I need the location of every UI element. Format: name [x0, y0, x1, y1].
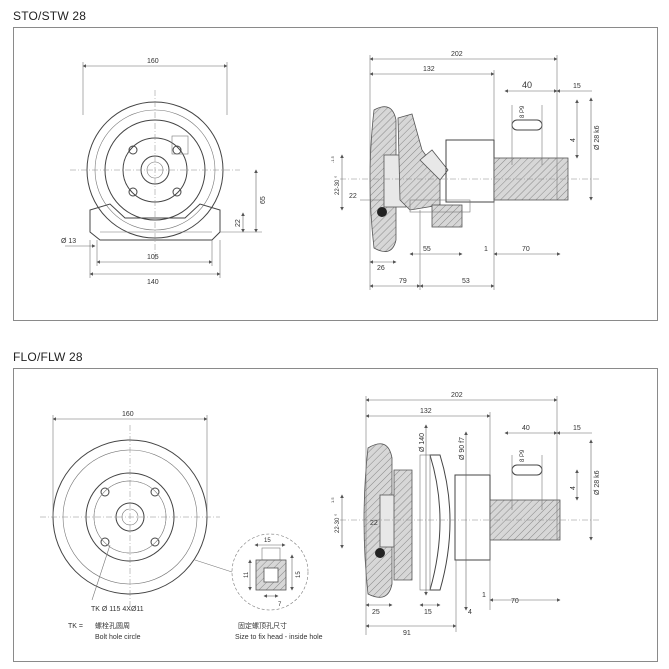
dim-flo-body: 132 — [420, 408, 432, 415]
section-title-flo: FLO/FLW 28 — [13, 350, 83, 364]
dim-flo-hub-l: 25 — [372, 609, 380, 616]
dim-flo-total: 202 — [451, 392, 463, 399]
flo-tk-cn: 螺栓孔圆周 — [95, 621, 130, 630]
dim-flo-key-end: 15 — [573, 425, 581, 432]
flo-side-view — [340, 396, 600, 635]
dim-flo-tread-sup: 1.5 — [330, 497, 335, 503]
dim-sto-pos1: 79 — [399, 278, 407, 285]
dim-flo-width: 160 — [122, 411, 134, 418]
dim-sto-width: 160 — [147, 58, 159, 65]
dim-flo-flange: 4 — [468, 609, 472, 616]
dim-flo-dia1: Ø 140 — [419, 433, 426, 452]
dim-sto-key-w: 8 P9 — [520, 105, 526, 118]
dim-detail-left: 11 — [244, 571, 250, 578]
flo-detail-view — [194, 533, 309, 611]
dim-flo-key-h: 4 — [570, 486, 577, 490]
dim-sto-total: 202 — [451, 51, 463, 58]
dim-flo-bore-l: 15 — [424, 609, 432, 616]
dim-detail-bottom: 7 — [278, 602, 282, 608]
dim-sto-pos2: 53 — [462, 278, 470, 285]
flo-tk-label: TK = — [68, 623, 83, 630]
dim-sto-shaft-l: 70 — [522, 246, 530, 253]
dim-sto-hub-l: 26 — [377, 265, 385, 272]
section-title-sto: STO/STW 28 — [13, 9, 87, 23]
dim-sto-gap: 1 — [484, 246, 488, 253]
dim-detail-top: 15 — [264, 538, 271, 544]
sto-front-view — [65, 62, 262, 278]
flo-tk-note: TK Ø 115 4XØ11 — [91, 606, 144, 613]
dim-sto-axle-h: 65 — [260, 196, 267, 204]
dim-flo-pos: 91 — [403, 630, 411, 637]
dim-sto-tread-sup: -1.5 — [330, 155, 335, 163]
dim-sto-tread: 22-30 ° — [335, 175, 341, 195]
dim-sto-bore-l: 55 — [423, 246, 431, 253]
flo-front-view — [40, 415, 220, 610]
flo-tk-en: Bolt hole circle — [95, 634, 141, 641]
dim-flo-shaft-dia: Ø 28 k6 — [594, 470, 601, 495]
dim-flo-tread-w: 22 — [370, 520, 378, 527]
dim-sto-key-end: 15 — [573, 83, 581, 90]
dim-flo-key-len: 40 — [522, 425, 530, 432]
dim-sto-tread-w: 22 — [349, 193, 357, 200]
dim-flo-key-w: 8 P9 — [520, 449, 526, 462]
detail-cn-caption: 固定螺顶孔尺寸 — [238, 621, 287, 630]
dim-sto-base-width: 140 — [147, 279, 159, 286]
sto-side-view — [340, 55, 600, 290]
detail-en-caption: Size to fix head - inside hole — [235, 634, 323, 641]
dim-sto-key-h: 4 — [570, 138, 577, 142]
dim-sto-hole: Ø 13 — [61, 238, 76, 245]
dim-sto-foot-spacing: 105 — [147, 254, 159, 261]
dim-sto-body: 132 — [423, 66, 435, 73]
dim-flo-tread: 22-30 ° — [335, 513, 341, 533]
dim-sto-key-len: 40 — [522, 80, 532, 90]
dim-flo-gap: 1 — [482, 592, 486, 599]
dim-detail-right: 15 — [296, 571, 302, 578]
dim-sto-shaft-dia: Ø 28 k6 — [594, 125, 601, 150]
dim-flo-dia2: Ø 90 f7 — [459, 437, 466, 460]
dim-sto-base-h: 22 — [235, 219, 242, 227]
dim-flo-shaft-l: 70 — [511, 598, 519, 605]
